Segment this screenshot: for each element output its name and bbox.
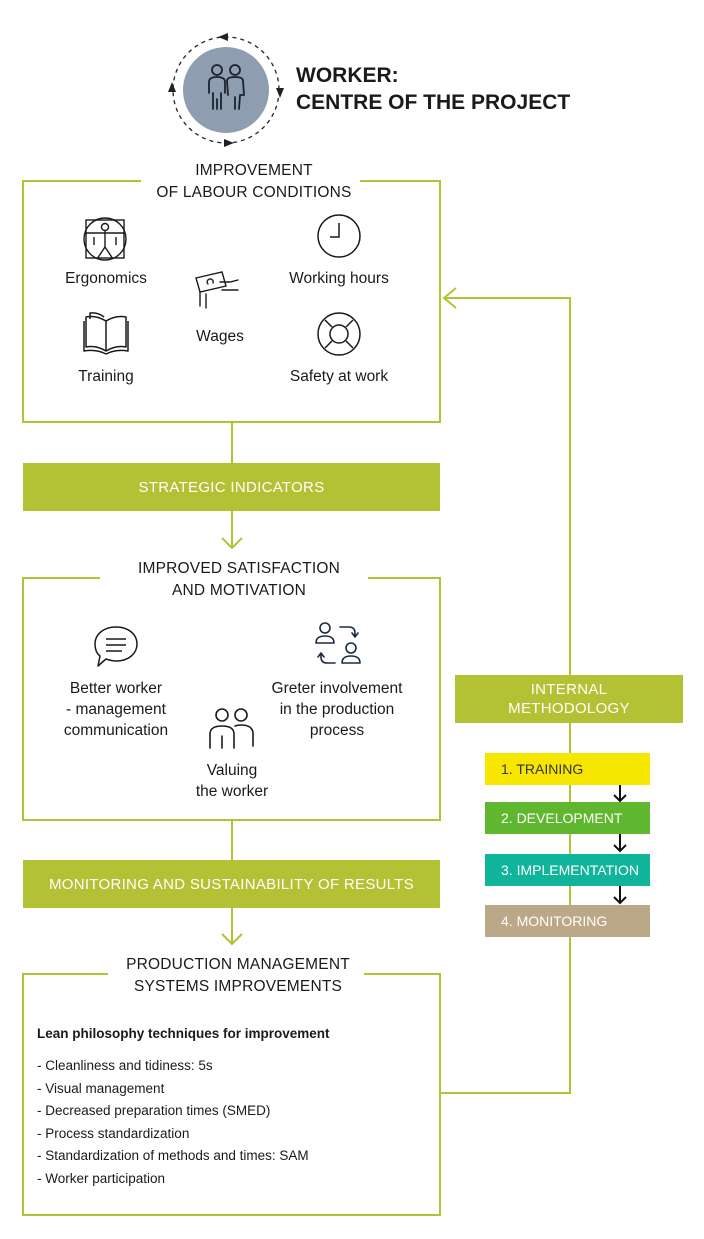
valuing-worker-label-line2: the worker bbox=[195, 783, 269, 800]
vitruvian-man-icon bbox=[83, 217, 127, 261]
methodology-title-line2: METHODOLOGY bbox=[508, 700, 630, 717]
page-title-line1: WORKER: bbox=[296, 64, 399, 87]
communication-label-line2: - management bbox=[66, 701, 166, 718]
box2-title: IMPROVED SATISFACTION AND MOTIVATION bbox=[110, 558, 368, 602]
involvement-label: Greter involvement in the production pro… bbox=[262, 678, 412, 741]
book-icon bbox=[83, 312, 129, 355]
page-title-line2: CENTRE OF THE PROJECT bbox=[296, 91, 571, 114]
two-people-icon bbox=[208, 64, 245, 110]
valuing-worker-label-line1: Valuing bbox=[206, 762, 258, 779]
involvement-label-line2: in the production bbox=[279, 701, 395, 718]
valuing-worker-label: Valuing the worker bbox=[172, 760, 292, 802]
monitoring-sustainability-banner: MONITORING AND SUSTAINABILITY OF RESULTS bbox=[23, 860, 440, 908]
box2-title-line2: AND MOTIVATION bbox=[172, 582, 306, 599]
box3-title-line1: PRODUCTION MANAGEMENT bbox=[126, 956, 350, 973]
strategic-indicators-banner: STRATEGIC INDICATORS bbox=[23, 463, 440, 511]
communication-label-line1: Better worker bbox=[69, 680, 163, 697]
involvement-label-line1: Greter involvement bbox=[271, 680, 403, 697]
worker-circle bbox=[183, 47, 269, 133]
working-hours-label: Working hours bbox=[289, 270, 389, 287]
list-item: - Process standardization bbox=[37, 1125, 190, 1141]
communication-label-line3: communication bbox=[63, 722, 169, 739]
box3-title-line2: SYSTEMS IMPROVEMENTS bbox=[133, 978, 343, 995]
step-training: 1. TRAINING bbox=[485, 753, 650, 785]
step-development: 2. DEVELOPMENT bbox=[485, 802, 650, 834]
box1-title-line2: OF LABOUR CONDITIONS bbox=[156, 184, 352, 201]
two-workers-icon bbox=[209, 708, 254, 749]
lean-techniques-list: - Cleanliness and tidiness: 5s - Visual … bbox=[37, 1055, 309, 1190]
lifebuoy-icon bbox=[317, 312, 361, 356]
list-item: - Standardization of methods and times: … bbox=[37, 1148, 309, 1163]
safety-at-work-label: Safety at work bbox=[289, 368, 389, 385]
list-item: - Visual management bbox=[37, 1080, 165, 1096]
box3-title: PRODUCTION MANAGEMENT SYSTEMS IMPROVEMEN… bbox=[112, 954, 364, 998]
box1-title-line1: IMPROVEMENT bbox=[195, 162, 313, 179]
list-item: - Decreased preparation times (SMED) bbox=[37, 1103, 271, 1118]
wages-label: Wages bbox=[196, 328, 244, 345]
step-monitoring: 4. MONITORING bbox=[485, 905, 650, 937]
speech-bubble-icon bbox=[94, 626, 138, 667]
box1-title: IMPROVEMENT OF LABOUR CONDITIONS bbox=[148, 160, 360, 204]
list-item: - Worker participation bbox=[37, 1170, 166, 1186]
money-hand-icon bbox=[195, 271, 239, 309]
people-exchange-icon bbox=[315, 622, 361, 664]
involvement-label-line3: process bbox=[309, 722, 365, 739]
methodology-title-line1: INTERNAL bbox=[530, 681, 608, 698]
box3-frame bbox=[22, 973, 441, 1216]
lean-subtitle: Lean philosophy techniques for improveme… bbox=[37, 1026, 330, 1041]
internal-methodology-banner: INTERNAL METHODOLOGY bbox=[455, 675, 683, 723]
box2-title-line1: IMPROVED SATISFACTION bbox=[138, 560, 340, 577]
page-title: WORKER: CENTRE OF THE PROJECT bbox=[296, 62, 570, 116]
clock-icon bbox=[317, 214, 361, 258]
step-implementation: 3. IMPLEMENTATION bbox=[485, 854, 650, 886]
ergonomics-label: Ergonomics bbox=[65, 270, 147, 287]
training-label: Training bbox=[78, 368, 134, 385]
communication-label: Better worker - management communication bbox=[40, 678, 192, 741]
list-item: - Cleanliness and tidiness: 5s bbox=[37, 1058, 213, 1073]
